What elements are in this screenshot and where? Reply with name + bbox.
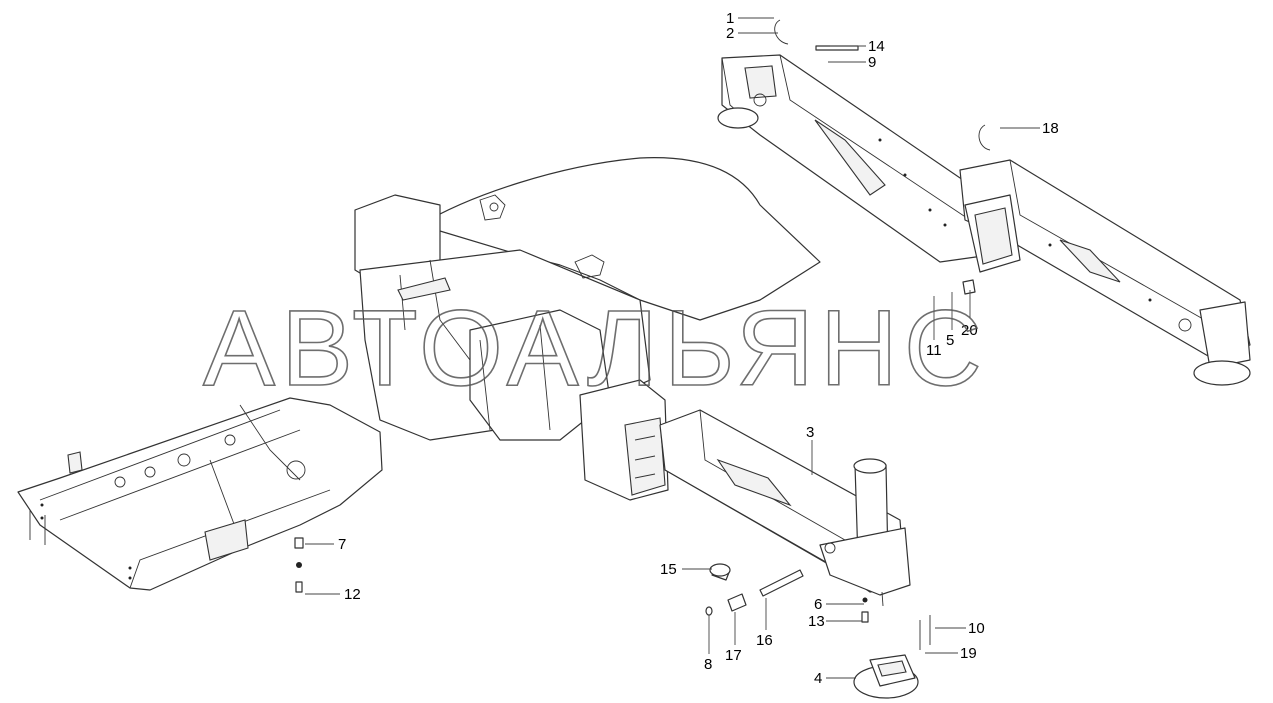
callout-11: 11 <box>926 342 942 359</box>
callout-6: 6 <box>814 596 822 613</box>
callout-1: 1 <box>726 10 734 27</box>
callout-12: 12 <box>344 586 361 603</box>
callout-10: 10 <box>968 620 985 637</box>
turret-frame <box>354 157 821 501</box>
callout-18: 18 <box>1042 120 1059 137</box>
callout-9: 9 <box>868 54 876 71</box>
loose-parts <box>294 45 976 650</box>
callout-13: 13 <box>808 613 825 630</box>
callout-16: 16 <box>756 632 773 649</box>
callout-2: 2 <box>726 25 734 42</box>
callout-4: 4 <box>814 670 822 687</box>
callout-5: 5 <box>946 332 954 349</box>
callout-20: 20 <box>961 322 978 339</box>
leader-lines <box>305 17 1040 679</box>
callout-7: 7 <box>338 536 346 553</box>
callout-labels: 1 2 14 9 18 11 5 20 3 7 12 15 6 13 10 19… <box>338 10 1059 687</box>
callout-14: 14 <box>868 38 885 55</box>
callout-17: 17 <box>725 647 742 664</box>
front-outrigger <box>659 409 919 699</box>
chassis-frame <box>17 397 383 591</box>
callout-3: 3 <box>806 424 814 441</box>
callout-15: 15 <box>660 561 677 578</box>
callout-8: 8 <box>704 656 712 673</box>
callout-19: 19 <box>960 645 977 662</box>
rear-outrigger <box>717 19 1251 386</box>
watermark-text: АВТОАЛЬЯНС <box>203 287 988 408</box>
